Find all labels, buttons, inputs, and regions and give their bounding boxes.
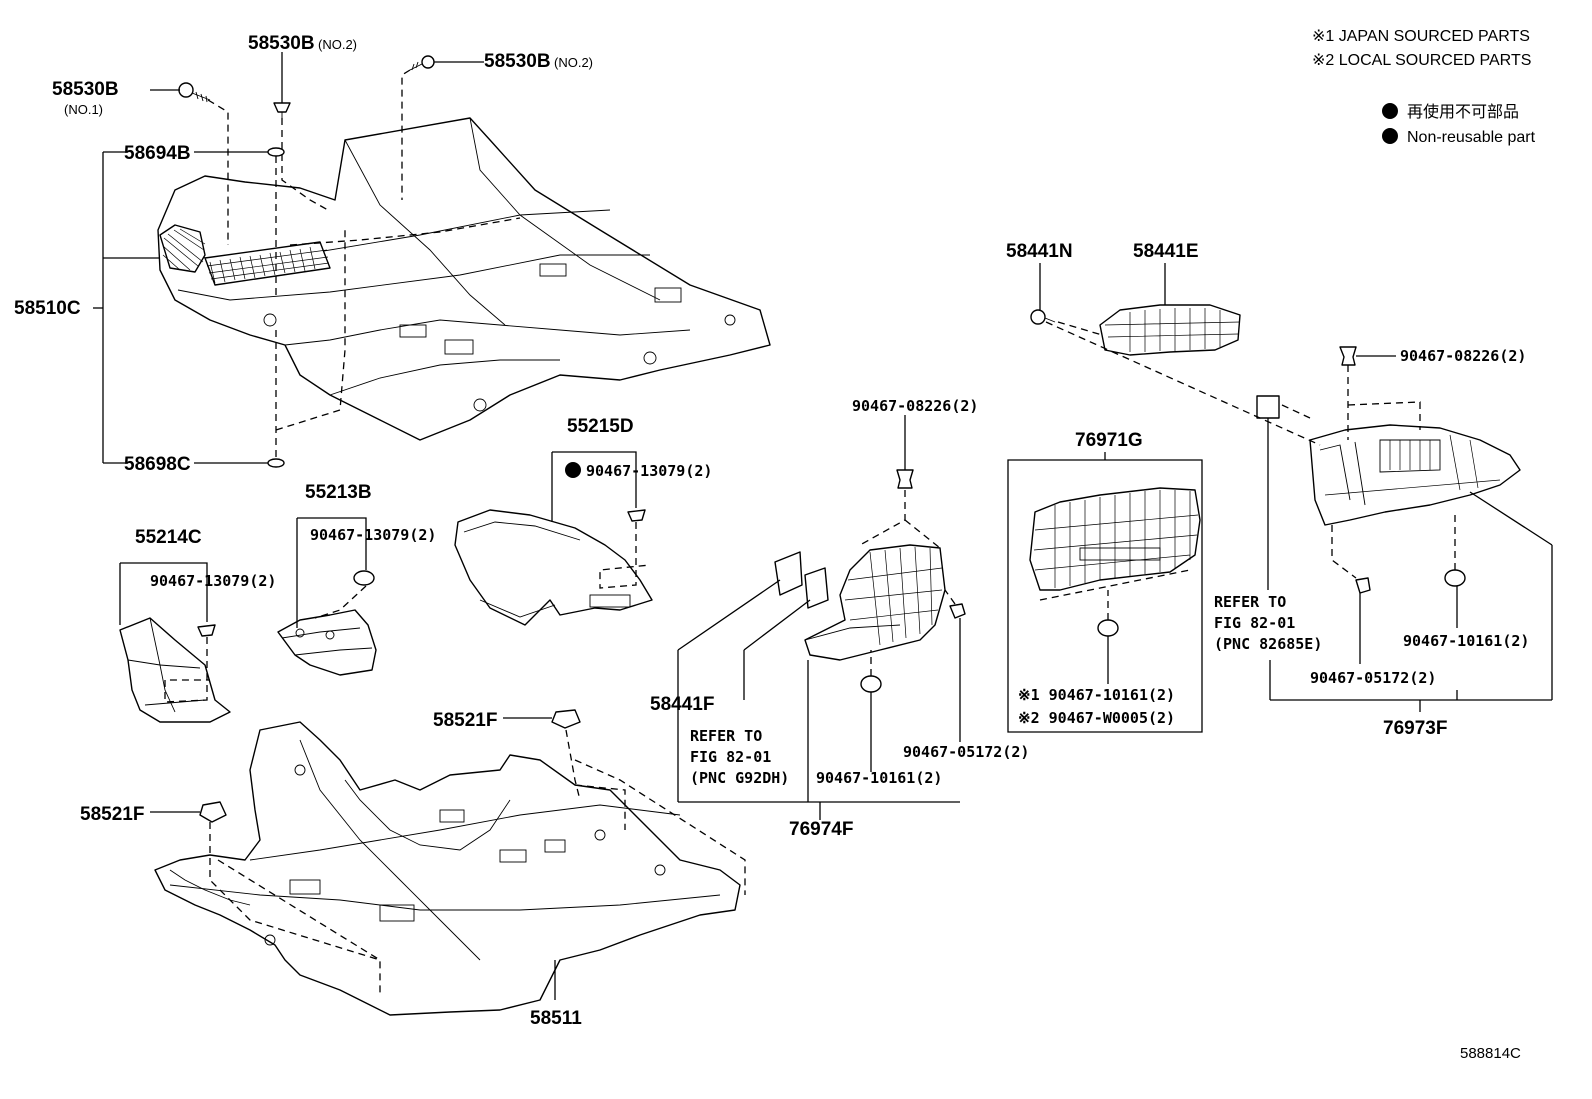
panel-76973F-drawing — [1309, 424, 1521, 526]
assembly-lines — [164, 69, 1456, 995]
clip-90467-13079-icon — [353, 570, 375, 586]
part-label-58530B-no2: 58530B — [248, 33, 315, 54]
leader-lines — [93, 52, 1553, 1000]
clip-90467-10161-icon — [860, 675, 882, 693]
pad-55213B-drawing — [277, 609, 377, 676]
part-label-58510C: 58510C — [14, 298, 81, 319]
legend-japan-sourced: ※1 JAPAN SOURCED PARTS — [1312, 28, 1530, 45]
legend-non-reusable-en: Non-reusable part — [1407, 129, 1536, 146]
pad-55214C-drawing — [119, 617, 231, 723]
legend-non-reusable-jp: 再使用不可部品 — [1407, 103, 1519, 121]
panel-76971G-drawing — [1029, 487, 1201, 591]
part-label-58530B-no1: 58530B — [52, 79, 119, 100]
clip-90467-13079-icon — [197, 624, 216, 637]
clip-label-76971G-japan: ※1 90467-10161(2) — [1018, 686, 1175, 704]
part-label-58530B-no2-top: 58530B — [484, 51, 551, 72]
clip-90467-13079-icon — [627, 509, 646, 522]
clip-label-76974F-10161: 90467-10161(2) — [816, 769, 942, 787]
clip-label-55214C: 90467-13079(2) — [150, 572, 276, 590]
part-label-76974F: 76974F — [789, 819, 853, 840]
part-label-58530B-no2-top-sub: (NO.2) — [554, 55, 593, 70]
figure-id: 588814C — [1460, 1045, 1521, 1062]
legend: ※1 JAPAN SOURCED PARTS ※2 LOCAL SOURCED … — [1312, 28, 1536, 146]
clip-90467-10161-icon — [1444, 569, 1466, 587]
clip-label-55213B: 90467-13079(2) — [310, 526, 436, 544]
legend-local-sourced: ※2 LOCAL SOURCED PARTS — [1312, 52, 1531, 69]
label-82685E-drawing — [1256, 395, 1280, 419]
refer-label-g92dh-line1: REFER TO — [690, 727, 762, 745]
floor-carpet-rear-drawing — [154, 721, 741, 1016]
clip-label-90467-05172-right: 90467-05172(2) — [1310, 669, 1436, 687]
non-reusable-dot-icon — [1382, 128, 1398, 144]
refer-label-82685e-line1: REFER TO — [1214, 593, 1286, 611]
part-label-55213B: 55213B — [305, 482, 372, 503]
grommet-58698C-icon — [267, 458, 285, 468]
pad-55215D-drawing — [454, 509, 653, 626]
screw-58530B-no1-icon — [178, 82, 211, 103]
part-label-58530B-no1-sub: (NO.1) — [64, 102, 103, 117]
clip-label-76971G-local: ※2 90467-W0005(2) — [1018, 709, 1175, 727]
part-label-58441N: 58441N — [1006, 241, 1073, 262]
refer-label-82685e-line2: FIG 82-01 — [1214, 614, 1295, 632]
part-label-58698C: 58698C — [124, 454, 191, 475]
part-label-76973F: 76973F — [1383, 718, 1447, 739]
non-reusable-dot-icon — [565, 462, 581, 478]
clip-90467-05172-icon — [949, 603, 966, 619]
part-label-58521F-top: 58521F — [433, 710, 497, 731]
part-label-55214C: 55214C — [135, 527, 202, 548]
part-label-58530B-no2-sub: (NO.2) — [318, 37, 357, 52]
screw-58441N-icon — [1030, 309, 1056, 325]
clip-90467-10161-icon — [1097, 619, 1119, 637]
clip-90467-05172-icon — [1355, 577, 1371, 594]
panel-76974F-drawing — [804, 544, 946, 661]
part-labels: 58530B (NO.2) 58530B (NO.2) 58530B (NO.1… — [14, 33, 1529, 1062]
screw-58530B-no2-icon — [409, 55, 435, 71]
plate-58441F-drawing — [774, 551, 829, 609]
part-label-58521F-left: 58521F — [80, 804, 144, 825]
clip-label-76974F-05172: 90467-05172(2) — [903, 743, 1029, 761]
clip-label-90467-10161-right: 90467-10161(2) — [1403, 632, 1529, 650]
clip-label-55215D: 90467-13079(2) — [586, 462, 712, 480]
refer-label-g92dh-line3: (PNC G92DH) — [690, 769, 789, 787]
clip-58530B-no2-icon — [273, 102, 291, 118]
pin-90467-08226-icon — [896, 469, 914, 489]
part-label-76971G: 76971G — [1075, 430, 1143, 451]
panel-58441E-drawing — [1099, 304, 1241, 356]
floor-carpet-front-drawing — [157, 117, 771, 441]
part-label-58694B: 58694B — [124, 143, 191, 164]
part-label-58441F: 58441F — [650, 694, 714, 715]
part-label-55215D: 55215D — [567, 416, 634, 437]
refer-label-g92dh-line2: FIG 82-01 — [690, 748, 771, 766]
pin-label-90467-08226-right: 90467-08226(2) — [1400, 347, 1526, 365]
clip-58521F-icon — [551, 709, 581, 729]
part-label-58441E: 58441E — [1133, 241, 1199, 262]
refer-label-82685e-line3: (PNC 82685E) — [1214, 635, 1322, 653]
pin-label-90467-08226-center: 90467-08226(2) — [852, 397, 978, 415]
part-label-58511: 58511 — [530, 1008, 582, 1029]
heel-mat-hatch — [159, 224, 331, 286]
pin-90467-08226-icon — [1339, 346, 1357, 366]
clip-58521F-icon — [199, 801, 227, 823]
non-reusable-dot-icon — [1382, 103, 1398, 119]
